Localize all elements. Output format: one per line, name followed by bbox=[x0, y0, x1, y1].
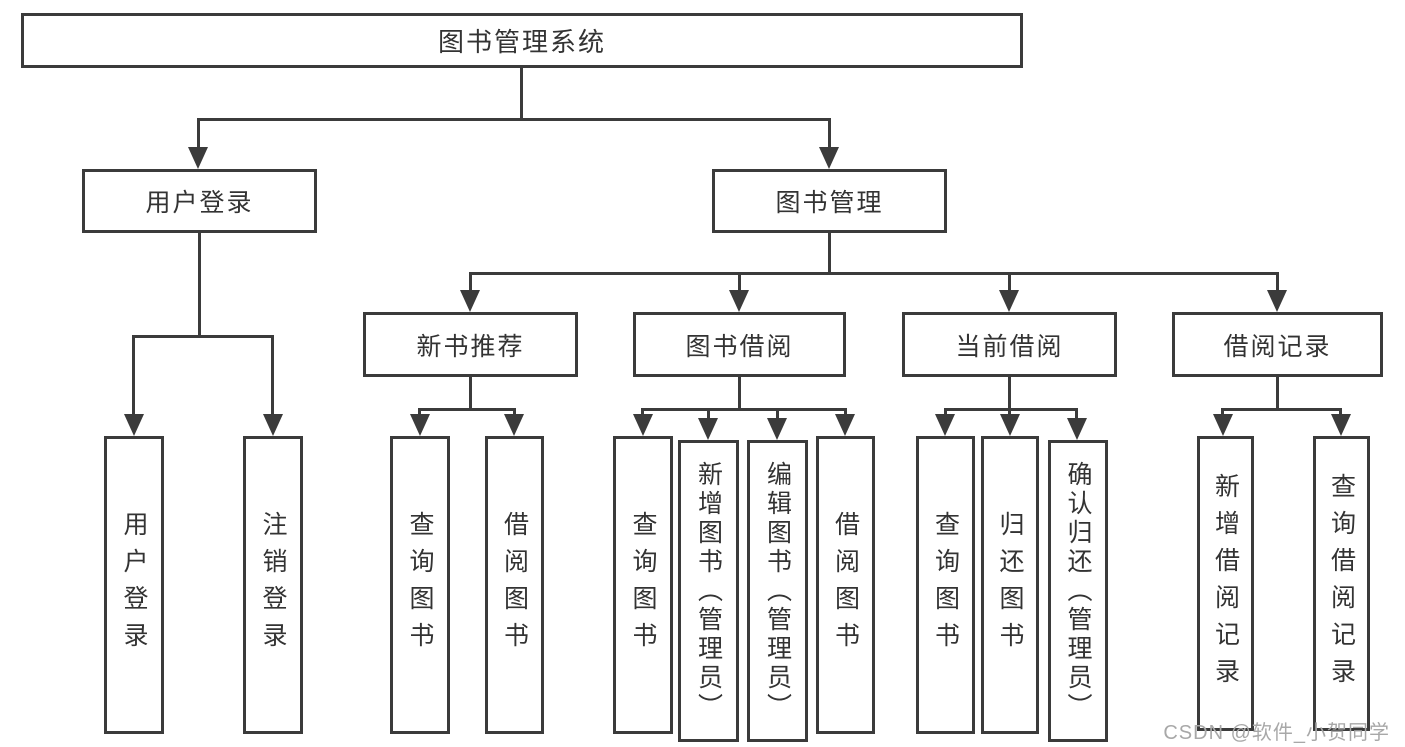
node-borrowing-records: 借阅记录 bbox=[1172, 312, 1383, 377]
node-label: 查询借阅记录 bbox=[1327, 472, 1356, 695]
leaf-br-add-record: 新增借阅记录 bbox=[1197, 436, 1254, 731]
node-label: 图书管理系统 bbox=[437, 27, 606, 57]
arrow-down-icon bbox=[729, 290, 749, 312]
connector-line bbox=[707, 408, 710, 420]
node-label: 借阅图书 bbox=[500, 511, 529, 659]
connector-line bbox=[197, 118, 200, 149]
connector-line bbox=[776, 408, 779, 420]
connector-line bbox=[738, 272, 741, 292]
node-label: 用户登录 bbox=[120, 511, 148, 659]
node-book-borrowing: 图书借阅 bbox=[633, 312, 846, 377]
node-label: 用户登录 bbox=[145, 189, 254, 217]
connector-line bbox=[198, 232, 201, 335]
leaf-bb-query-books: 查询图书 bbox=[613, 436, 673, 734]
connector-line bbox=[197, 118, 831, 121]
connector-line bbox=[1276, 272, 1279, 292]
leaf-user-login: 用户登录 bbox=[104, 436, 164, 734]
node-label: 新增图书（管理员） bbox=[694, 460, 723, 722]
leaf-nb-query-books: 查询图书 bbox=[390, 436, 450, 734]
arrow-down-icon bbox=[633, 414, 653, 436]
arrow-down-icon bbox=[835, 414, 855, 436]
leaf-nb-borrow-books: 借阅图书 bbox=[485, 436, 544, 734]
node-label: 新增借阅记录 bbox=[1211, 472, 1240, 695]
node-label: 查询图书 bbox=[931, 511, 960, 659]
connector-line bbox=[828, 232, 831, 272]
csdn-watermark: CSDN @软件_小贺同学 bbox=[1163, 722, 1390, 744]
arrow-down-icon bbox=[188, 147, 208, 169]
arrow-down-icon bbox=[1067, 418, 1087, 440]
leaf-bb-add-books-admin: 新增图书（管理员） bbox=[678, 440, 739, 742]
connector-line bbox=[513, 408, 516, 416]
node-new-book-recommend: 新书推荐 bbox=[363, 312, 578, 377]
node-user-login: 用户登录 bbox=[82, 169, 317, 233]
node-label: 编辑图书（管理员） bbox=[763, 460, 792, 722]
arrow-down-icon bbox=[410, 414, 430, 436]
arrow-down-icon bbox=[698, 418, 718, 440]
connector-line bbox=[844, 408, 847, 416]
node-label: 借阅记录 bbox=[1223, 332, 1332, 361]
connector-line bbox=[1075, 408, 1078, 420]
node-book-management: 图书管理 bbox=[712, 169, 947, 233]
node-root: 图书管理系统 bbox=[21, 13, 1023, 68]
arrow-down-icon bbox=[1000, 414, 1020, 436]
node-label: 注销登录 bbox=[259, 511, 287, 659]
connector-line bbox=[944, 408, 947, 416]
connector-line bbox=[469, 272, 472, 292]
leaf-bb-borrow-books: 借阅图书 bbox=[816, 436, 875, 734]
connector-line bbox=[1008, 272, 1011, 292]
connector-line bbox=[1008, 408, 1011, 416]
leaf-cb-confirm-return-admin: 确认归还（管理员） bbox=[1048, 440, 1108, 742]
leaf-cb-query-books: 查询图书 bbox=[916, 436, 975, 734]
connector-line bbox=[132, 335, 274, 338]
connector-line bbox=[469, 376, 472, 408]
leaf-br-query-record: 查询借阅记录 bbox=[1313, 436, 1370, 731]
leaf-cb-return-books: 归还图书 bbox=[981, 436, 1039, 734]
arrow-down-icon bbox=[1267, 290, 1287, 312]
connector-line bbox=[641, 408, 847, 411]
connector-line bbox=[132, 335, 135, 416]
connector-line bbox=[1221, 408, 1224, 416]
connector-line bbox=[520, 66, 523, 118]
node-label: 新书推荐 bbox=[416, 332, 525, 361]
node-label: 归还图书 bbox=[996, 511, 1024, 659]
node-label: 查询图书 bbox=[629, 511, 657, 659]
connector-line bbox=[738, 376, 741, 408]
connector-line bbox=[641, 408, 644, 416]
arrow-down-icon bbox=[819, 147, 839, 169]
arrow-down-icon bbox=[460, 290, 480, 312]
connector-line bbox=[418, 408, 516, 411]
node-label: 借阅图书 bbox=[831, 511, 860, 659]
node-label: 确认归还（管理员） bbox=[1064, 460, 1092, 722]
leaf-logout: 注销登录 bbox=[243, 436, 303, 734]
arrow-down-icon bbox=[1213, 414, 1233, 436]
arrow-down-icon bbox=[999, 290, 1019, 312]
connector-line bbox=[1008, 376, 1011, 408]
connector-line bbox=[271, 335, 274, 416]
connector-line bbox=[1276, 376, 1279, 408]
arrow-down-icon bbox=[504, 414, 524, 436]
node-label: 图书管理 bbox=[775, 189, 884, 217]
connector-line bbox=[944, 408, 1078, 411]
connector-line bbox=[828, 118, 831, 149]
arrow-down-icon bbox=[935, 414, 955, 436]
connector-line bbox=[1221, 408, 1341, 411]
connector-line bbox=[469, 272, 1279, 275]
arrow-down-icon bbox=[1331, 414, 1351, 436]
arrow-down-icon bbox=[767, 418, 787, 440]
arrow-down-icon bbox=[263, 414, 283, 436]
node-label: 查询图书 bbox=[406, 511, 434, 659]
arrow-down-icon bbox=[124, 414, 144, 436]
node-label: 当前借阅 bbox=[955, 332, 1064, 361]
node-label: 图书借阅 bbox=[685, 332, 794, 361]
connector-line bbox=[418, 408, 421, 416]
node-current-borrowing: 当前借阅 bbox=[902, 312, 1117, 377]
connector-line bbox=[1339, 408, 1342, 416]
leaf-bb-edit-books-admin: 编辑图书（管理员） bbox=[747, 440, 808, 742]
